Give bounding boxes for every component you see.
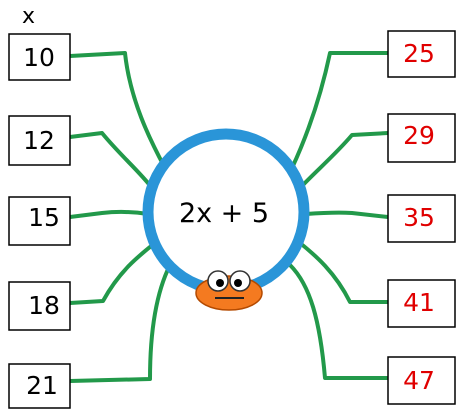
output-leg-3 — [304, 210, 390, 219]
output-value: 41 — [403, 288, 435, 317]
output-value: 47 — [403, 366, 435, 395]
input-value: 15 — [28, 203, 60, 232]
spider-creature-icon — [195, 270, 263, 311]
input-value: 21 — [26, 371, 58, 400]
rule-formula: 2x + 5 — [179, 198, 269, 229]
output-box: 35 — [387, 194, 456, 243]
input-value: 18 — [28, 291, 60, 320]
input-box: 10 — [8, 33, 71, 81]
output-value: 29 — [403, 121, 435, 150]
input-value: 10 — [23, 43, 55, 72]
input-leg-4 — [68, 241, 157, 305]
output-legs — [288, 51, 390, 380]
output-leg-1 — [290, 51, 390, 170]
input-leg-2 — [68, 131, 154, 190]
output-box: 25 — [387, 30, 456, 78]
input-box: 15 — [8, 196, 71, 246]
input-box: 21 — [8, 363, 71, 409]
output-box: 47 — [387, 356, 456, 405]
output-value: 35 — [403, 203, 435, 232]
output-box: 29 — [387, 113, 456, 163]
output-leg-4 — [298, 241, 390, 304]
variable-label: x — [22, 4, 35, 29]
input-value: 12 — [23, 126, 55, 155]
output-value: 25 — [403, 39, 435, 68]
input-box: 18 — [8, 281, 71, 331]
output-box: 41 — [387, 279, 456, 328]
input-leg-3 — [68, 209, 150, 219]
input-leg-5 — [68, 263, 172, 383]
input-legs — [68, 51, 172, 383]
input-leg-1 — [68, 51, 167, 170]
output-leg-5 — [288, 263, 390, 380]
input-boxes: 10 12 15 18 21 — [8, 33, 71, 409]
input-box: 12 — [8, 115, 71, 166]
output-leg-2 — [298, 131, 390, 190]
output-boxes: 25 29 35 41 47 — [387, 30, 456, 405]
